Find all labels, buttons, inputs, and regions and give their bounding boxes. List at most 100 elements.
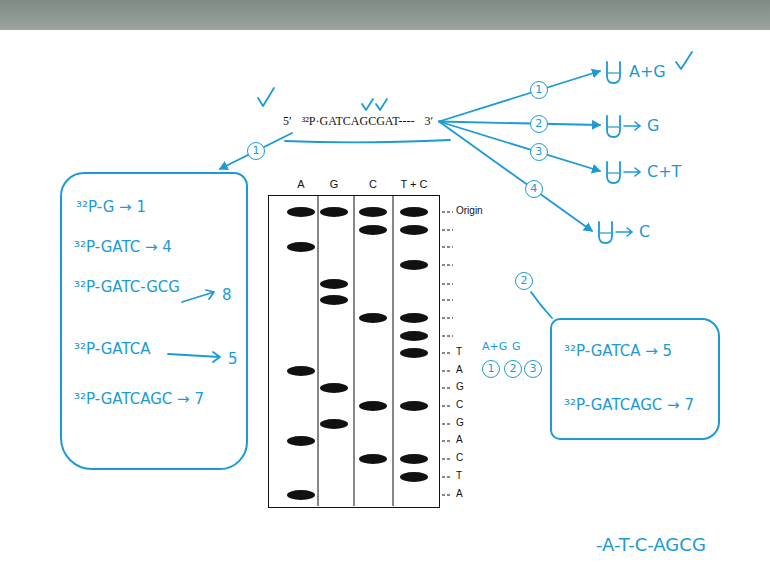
gel-band bbox=[400, 260, 428, 270]
node-text: 3′ bbox=[424, 114, 433, 129]
check-mark bbox=[362, 99, 373, 110]
tube-outline bbox=[607, 116, 620, 137]
callout-number: 1 bbox=[247, 142, 265, 160]
lane-divider bbox=[354, 196, 355, 506]
callout-number: 2 bbox=[504, 360, 522, 378]
tube-outline bbox=[607, 162, 620, 183]
reaction-tube: C bbox=[596, 218, 650, 244]
tick bbox=[442, 459, 451, 460]
tube-arrow bbox=[624, 122, 640, 130]
sequencing-gel: AGCT + C bbox=[268, 195, 440, 508]
callout-number: 2 bbox=[515, 272, 533, 290]
check-mark bbox=[376, 99, 387, 110]
gel-band bbox=[359, 313, 387, 323]
node-text: T + C bbox=[400, 178, 427, 190]
tick bbox=[442, 265, 453, 266]
band-label: C bbox=[456, 452, 463, 463]
lane-divider bbox=[318, 196, 319, 506]
gel-sketch: A+GG123 bbox=[482, 340, 546, 540]
band-label: Origin bbox=[456, 205, 483, 216]
tube-icon bbox=[604, 112, 644, 140]
callout-number: 3 bbox=[524, 360, 542, 378]
band-label: G bbox=[456, 381, 464, 392]
gel-band bbox=[400, 472, 428, 482]
node-text: ³²P-G → 1 bbox=[76, 198, 146, 216]
node-text: ³²P-GATC → 4 bbox=[74, 238, 172, 256]
tube-outline bbox=[607, 62, 620, 83]
gel-band bbox=[287, 366, 315, 376]
node-text: ³²P·GATCAGCGAT---- bbox=[302, 114, 415, 129]
connector-arrow bbox=[439, 122, 600, 172]
node-text: C+T bbox=[647, 162, 681, 181]
gel-band bbox=[287, 490, 315, 500]
gel-band bbox=[400, 207, 428, 217]
gel-band bbox=[287, 436, 315, 446]
tick bbox=[442, 247, 453, 248]
node-text: 8 bbox=[222, 286, 232, 304]
underline bbox=[285, 140, 450, 142]
gel-ticks bbox=[442, 212, 453, 495]
tick bbox=[442, 477, 451, 478]
gel-band bbox=[400, 313, 428, 323]
lane-divider bbox=[393, 196, 394, 506]
band-label: C bbox=[456, 399, 463, 410]
gel-band bbox=[400, 454, 428, 464]
callout-number: 1 bbox=[530, 81, 548, 99]
node-text: 5′ bbox=[283, 114, 292, 129]
check-mark bbox=[258, 88, 274, 106]
node-text: ³²P-GATCA bbox=[74, 340, 150, 358]
tube-outline bbox=[599, 222, 612, 243]
tick bbox=[442, 336, 453, 337]
gel-band bbox=[320, 295, 348, 305]
callout-number: 3 bbox=[530, 143, 548, 161]
node-text: G bbox=[512, 340, 521, 353]
tube-icon bbox=[604, 58, 626, 86]
tube-icon bbox=[604, 158, 644, 186]
gel-band bbox=[320, 383, 348, 393]
tick bbox=[442, 371, 451, 372]
node-text: G bbox=[647, 116, 659, 135]
tube-icon bbox=[596, 218, 636, 246]
connector-arrow bbox=[439, 122, 592, 232]
reaction-tube: A+G bbox=[604, 58, 666, 84]
node-text: ³²P-GATCAGC → 7 bbox=[74, 390, 204, 408]
node-text: ³²P-GATCA → 5 bbox=[564, 342, 672, 360]
tick bbox=[442, 230, 453, 231]
tick bbox=[442, 353, 451, 354]
connector-arrow bbox=[220, 133, 292, 169]
node-text: C bbox=[639, 222, 650, 241]
node-text: G bbox=[330, 178, 339, 190]
tick bbox=[442, 406, 451, 407]
band-label: A bbox=[456, 434, 463, 445]
sequence-strip: 5′ ³²P·GATCAGCGAT---- 3′ bbox=[283, 114, 433, 129]
tube-liquid bbox=[608, 72, 619, 73]
gel-band bbox=[287, 242, 315, 252]
gel-bands bbox=[269, 196, 439, 506]
band-label: T bbox=[456, 346, 462, 357]
gel-band bbox=[400, 331, 428, 341]
sequence-readout: -A-T-C-AGCG bbox=[596, 534, 706, 555]
node-text: ³²P-GATC-GCG bbox=[74, 278, 180, 296]
gel-band bbox=[359, 225, 387, 235]
band-label: T bbox=[456, 470, 462, 481]
tick bbox=[442, 424, 451, 425]
connector-arrow bbox=[439, 71, 600, 122]
band-label: A bbox=[456, 488, 463, 499]
node-text: 5 bbox=[228, 350, 238, 368]
node-text: A+G bbox=[482, 340, 507, 353]
band-label: G bbox=[456, 417, 464, 428]
gel-band bbox=[400, 401, 428, 411]
tube-liquid bbox=[600, 232, 611, 233]
gel-band bbox=[320, 207, 348, 217]
node-text: A+G bbox=[629, 62, 666, 81]
tick bbox=[442, 388, 451, 389]
gel-band bbox=[320, 279, 348, 289]
tube-arrow bbox=[616, 228, 632, 236]
tube-liquid bbox=[608, 126, 619, 127]
band-label: A bbox=[456, 364, 463, 375]
gel-band bbox=[359, 401, 387, 411]
tick bbox=[442, 318, 453, 319]
tick bbox=[442, 212, 453, 213]
reaction-tube: C+T bbox=[604, 158, 681, 184]
